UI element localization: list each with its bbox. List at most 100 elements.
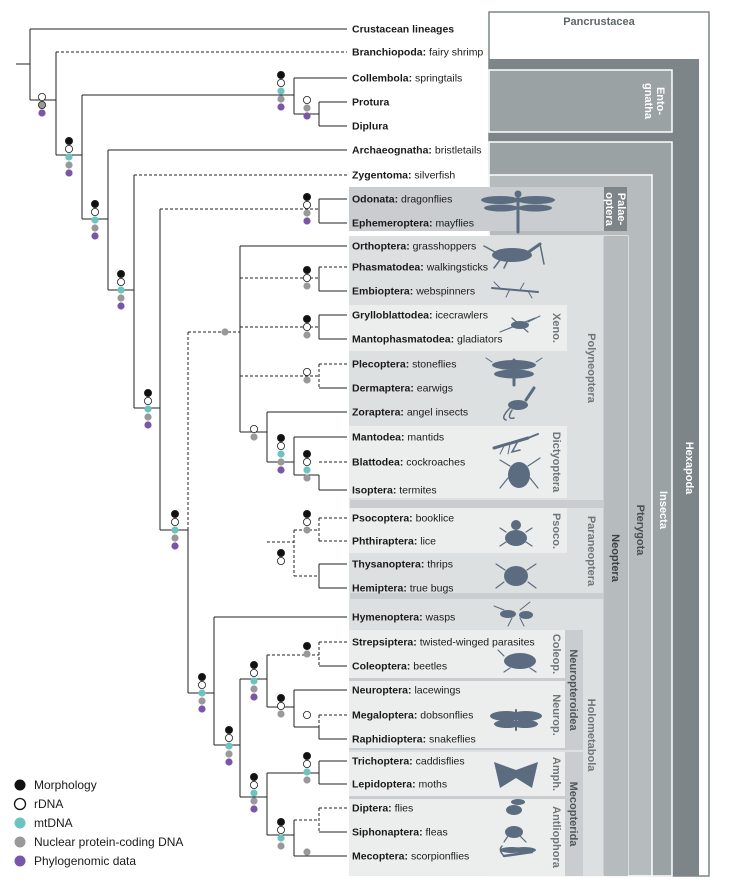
taxon-common-name: booklice [416,513,455,525]
taxon-label: Neuroptera: lacewings [352,685,461,697]
entognatha-label: Ento-gnatha [642,83,666,120]
taxon-common-name: fairy shrimp [429,47,483,59]
cockroach-icon [499,457,541,489]
taxon-name: Neuroptera: [352,685,414,697]
legend-swatch-icon [14,817,26,829]
taxon-name: Odonata: [352,194,401,206]
neurop-label: Neurop. [550,694,562,736]
taxon-label: Isoptera: termites [352,485,437,497]
taxon-name: Strepsiptera: [352,637,420,649]
antliophora-label: Antliophora [550,806,562,869]
taxon-label: Ephemeroptera: mayflies [352,218,474,230]
taxon-label: Blattodea: cockroaches [352,457,465,469]
legend-swatch-icon [14,855,26,867]
polyneoptera-label: Polyneoptera [585,333,597,404]
taxon-label: Phasmatodea: walkingsticks [352,262,488,274]
taxon-name: Diptera: [352,803,395,815]
legend-label: Morphology [34,778,97,792]
taxon-label: Phthiraptera: lice [352,536,436,548]
antliophora-box [349,799,565,876]
louse-icon [499,520,533,547]
taxon-name: Branchiopoda: [352,47,429,59]
taxon-name: Coleoptera: [352,661,413,673]
taxon-common-name: fleas [426,827,448,839]
legend-label: Nuclear protein-coding DNA [34,835,183,849]
beetle-icon [497,649,537,673]
insect-silhouettes [481,190,555,858]
taxon-name: Hymenoptera: [352,612,426,624]
true-bug-icon [495,563,537,589]
amph-label: Amph. [550,757,562,791]
taxon-common-name: bristletails [435,145,482,157]
legend-label: rDNA [34,797,63,811]
taxon-label: Collembola: springtails [352,73,462,85]
hexapoda-label: Hexapoda [683,442,695,495]
taxon-label: Zygentoma: silverfish [352,170,455,182]
taxon-common-name: wasps [425,612,456,624]
paraneoptera-label: Paraneoptera [585,516,597,587]
taxon-common-name: mantids [407,432,444,444]
entognatha-box [488,69,673,133]
palaeoptera-label-box [604,187,627,231]
taxon-common-name: termites [399,485,436,497]
insecta-label: Insecta [657,491,669,530]
wasp-icon [493,601,533,627]
taxon-common-name: earwigs [417,383,453,395]
scorpionfly-icon [499,845,536,858]
mantis-icon [492,433,539,455]
taxon-label: Diptera: flies [352,803,413,815]
taxon-common-name: dragonflies [401,194,452,206]
legend-swatch-icon [14,836,26,848]
taxon-name: Siphonaptera: [352,827,426,839]
dragonfly-icon [481,190,555,234]
group-labels: Pancrustacea Hexapoda Ento-gnatha Insect… [550,16,695,869]
stonefly-icon [485,357,543,387]
taxon-name: Embioptera: [352,286,416,298]
taxon-common-name: snakeflies [429,734,476,746]
holometabola-label: Holometabola [585,699,597,773]
taxon-label: Branchiopoda: fairy shrimp [352,47,483,59]
palaeoptera-label: Palae-optera [603,192,627,227]
taxon-name: Hemiptera: [352,583,410,595]
taxon-label: Hemiptera: true bugs [352,583,454,595]
taxon-common-name: mayflies [435,218,474,230]
taxon-name: Orthoptera: [352,241,413,253]
taxon-name: Phthiraptera: [352,536,420,548]
earwig-icon [503,386,536,421]
taxon-label: Plecoptera: stoneflies [352,359,456,371]
taxon-label: Trichoptera: caddisflies [352,756,465,768]
taxon-label: Mantodea: mantids [352,432,444,444]
taxon-name: Thysanoptera: [352,559,427,571]
legend-swatch-icon [13,797,27,811]
taxon-common-name: flies [395,803,414,815]
taxon-common-name: beetles [413,661,447,673]
neoptera-label-strip [604,236,628,876]
moth-icon [494,762,538,788]
taxon-name: Mecoptera: [352,851,411,863]
taxon-common-name: gladiators [457,334,503,346]
taxon-name: Phasmatodea: [352,262,427,274]
taxon-label: Diplura [352,121,388,133]
taxon-common-name: springtails [415,73,462,85]
taxon-name: Diplura [352,121,388,133]
taxon-name: Protura [352,97,390,109]
taxon-label: Dermaptera: earwigs [352,383,453,395]
taxon-name: Zoraptera: [352,407,407,419]
taxon-common-name: dobsonflies [420,710,473,722]
taxon-common-name: scorpionflies [411,851,469,863]
taxon-label: Strepsiptera: twisted-winged parasites [352,637,535,649]
taxon-label: Crustacean lineages [352,24,454,36]
taxon-name: Mantophasmatodea: [352,334,457,346]
taxon-label: Orthoptera: grasshoppers [352,241,476,253]
taxon-label: Raphidioptera: snakeflies [352,734,476,746]
flea-icon [503,826,527,843]
taxon-label: Embioptera: webspinners [352,286,475,298]
dobsonfly-icon [490,709,542,731]
support-dots [38,71,311,856]
taxon-name: Ephemeroptera: [352,218,435,230]
taxon-common-name: lacewings [414,685,460,697]
taxon-label: Lepidoptera: moths [352,779,447,791]
taxon-common-name: silverfish [414,170,455,182]
